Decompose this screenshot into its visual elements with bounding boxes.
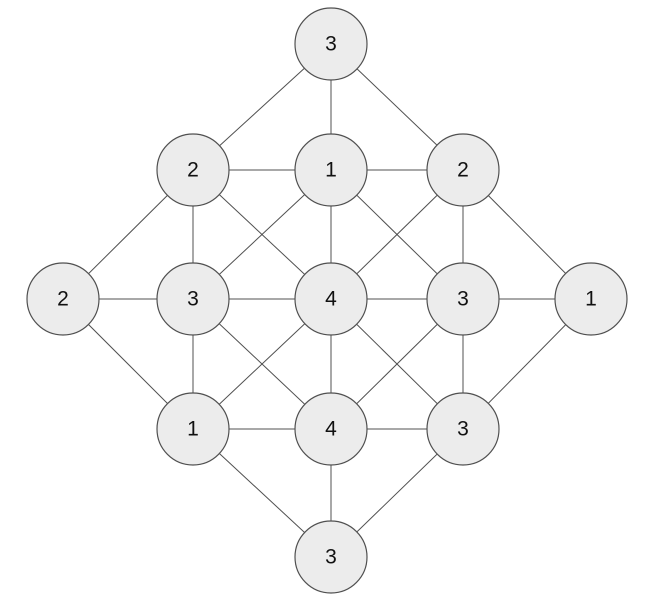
graph-node-n13: 3 xyxy=(294,520,368,594)
node-circle xyxy=(294,392,368,466)
node-circle xyxy=(554,262,628,336)
graph-node-n2: 2 xyxy=(156,133,230,207)
graph-node-n1: 3 xyxy=(294,7,368,81)
node-circle xyxy=(426,262,500,336)
graph-node-n11: 4 xyxy=(294,392,368,466)
node-circle xyxy=(156,133,230,207)
node-label: 3 xyxy=(325,546,337,569)
graph-node-n3: 1 xyxy=(294,133,368,207)
node-circle xyxy=(26,262,100,336)
node-label: 2 xyxy=(457,159,469,182)
nodes-layer: 3 2 1 2 2 3 4 3 1 1 4 3 3 xyxy=(26,7,628,594)
graph-node-n8: 3 xyxy=(426,262,500,336)
node-label: 3 xyxy=(457,288,469,311)
graph-node-n7: 4 xyxy=(294,262,368,336)
node-circle xyxy=(294,133,368,207)
graph-node-n5: 2 xyxy=(26,262,100,336)
graph-node-n4: 2 xyxy=(426,133,500,207)
node-circle xyxy=(294,520,368,594)
node-label: 3 xyxy=(325,33,337,56)
node-label: 4 xyxy=(325,418,337,441)
node-label: 4 xyxy=(325,288,337,311)
graph-node-n9: 1 xyxy=(554,262,628,336)
node-label: 2 xyxy=(187,159,199,182)
node-label: 1 xyxy=(187,418,199,441)
node-label: 1 xyxy=(585,288,597,311)
node-label: 2 xyxy=(57,288,69,311)
node-circle xyxy=(426,133,500,207)
node-label: 3 xyxy=(457,418,469,441)
node-circle xyxy=(294,7,368,81)
node-circle xyxy=(294,262,368,336)
node-circle xyxy=(156,262,230,336)
node-circle xyxy=(156,392,230,466)
node-circle xyxy=(426,392,500,466)
graph-node-n10: 1 xyxy=(156,392,230,466)
node-label: 3 xyxy=(187,288,199,311)
graph-node-n12: 3 xyxy=(426,392,500,466)
node-label: 1 xyxy=(325,159,337,182)
graph-node-n6: 3 xyxy=(156,262,230,336)
